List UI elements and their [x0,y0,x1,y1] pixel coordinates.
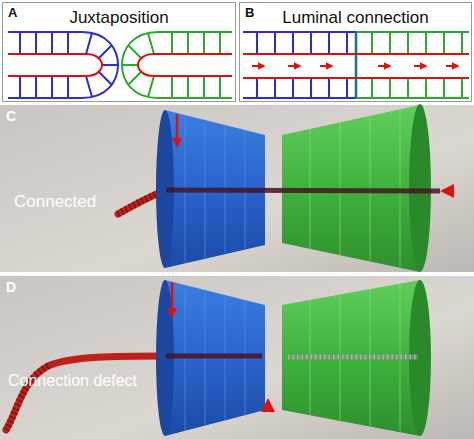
panel-title: Juxtaposition [3,9,235,28]
red-straw [6,356,166,430]
cup-mouth [409,104,431,272]
pointer-arrow [171,282,174,316]
cup-ribs [310,109,400,267]
blue-tube [8,32,118,98]
photo-label: Connection defect [8,372,137,390]
flow-arrow [320,65,332,67]
green-tube [356,32,469,98]
panel-letter: C [6,109,16,124]
flow-arrow [446,65,458,67]
flow-arrow [252,65,264,67]
flow-arrow [378,65,390,67]
cup-ribs [185,288,245,431]
schematic-panel: BLuminal connection [239,2,472,102]
panel-letter: A [8,6,17,20]
cell-boundaries [122,32,220,98]
panel-title: Luminal connection [240,9,471,28]
lumen-line [243,54,469,78]
cup-body [165,280,265,436]
tube-outer-wall [8,32,118,98]
green-tube [122,32,232,98]
straw-through-cups [166,190,440,191]
pointer-arrowhead [440,184,454,198]
cup-body [282,280,420,436]
panel-letter: B [245,6,254,20]
tube-outer-wall [122,32,232,98]
flow-arrow [288,65,300,67]
blue-cup [156,280,265,436]
green-walls [122,32,232,98]
pointer-arrow [176,114,179,146]
panel-letter: D [6,280,16,295]
straw-ribs [288,355,418,360]
pointer-arrowhead [261,398,275,412]
panel-background [2,2,236,102]
photo-label: Connected [14,193,96,212]
photo-background [0,276,474,439]
fusion-boundary [355,32,358,98]
schematic-panel: AJuxtaposition [2,2,236,102]
straw-in-blue-cup [166,354,262,359]
panel-background [239,2,472,102]
flow-arrow [414,65,426,67]
cell-boundaries [20,32,118,98]
photo-panel: D Connection defect [0,276,474,439]
blue-tube [243,32,356,98]
cell-boundaries [257,32,347,98]
photo-background [0,105,474,272]
tube-outer-wall [243,32,356,98]
lumen-line [138,54,232,76]
flow-arrows [252,65,458,67]
green-cup [282,280,431,436]
tube-outer-wall [356,32,469,98]
lumen-line [8,54,102,76]
straw-in-green-cup [288,355,418,360]
green-cup [282,104,431,272]
photo-panel: C Connected [0,105,474,272]
cell-boundaries [372,32,462,98]
